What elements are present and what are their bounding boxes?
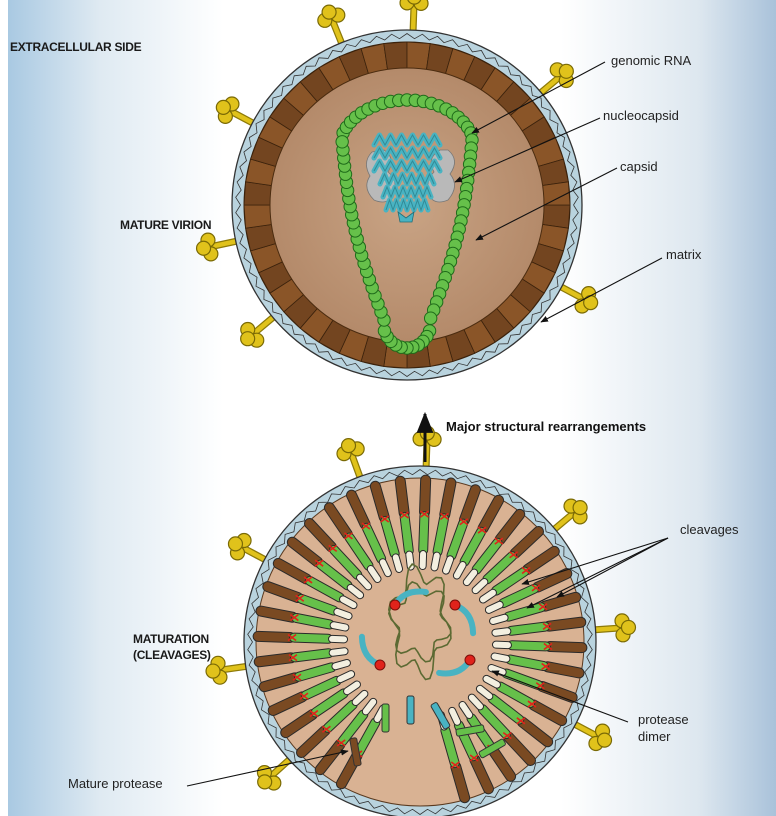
label-mature-protease: Mature protease [68,776,163,791]
matrix-protein [543,182,570,205]
nucleocapsid-domain [435,556,437,568]
mature-protein-fragment [407,696,414,724]
nucleocapsid-domain [335,663,347,666]
label-protease: protease [638,712,689,727]
capsid-protein [424,312,436,324]
capsid-protein [336,136,348,148]
spike-head [197,241,211,255]
spike-head [559,64,573,78]
matrix-domain [425,480,426,512]
spike-head [322,5,336,19]
matrix-domain [548,667,579,673]
label-nucleocapsid: nucleocapsid [603,108,679,123]
matrix-protein [244,205,271,228]
nucleocapsid-domain [446,559,450,570]
capsid-domain [295,653,329,657]
label-capsid: capsid [620,159,658,174]
label-mature-virion: MATURE VIRION [120,218,211,232]
matrix-domain [259,658,291,662]
capsid-domain [423,516,424,550]
spike-head [342,439,356,453]
spike-head [216,100,230,114]
matrix-domain [550,647,582,648]
capsid-domain [294,638,328,639]
nucleocapsid-domain [409,555,410,567]
matrix-domain [261,611,292,617]
capsid-domain [511,627,545,631]
nucleocapsid-domain [495,631,507,632]
label-extracellular-side: EXTRACELLULAR SIDE [10,40,141,54]
spike-head [420,426,434,440]
capsid-domain [405,517,409,551]
protease-active-site [390,600,400,610]
spike-head [573,501,587,515]
spike-head [258,775,272,789]
label-cleavages: cleavages [680,522,739,537]
nucleocapsid-domain [337,612,348,616]
spike-head [598,733,612,747]
nucleocapsid-domain [333,651,345,652]
spike-head [206,664,220,678]
capsid-domain [512,645,546,646]
nucleocapsid-domain [493,618,505,621]
label-dimer: dimer [638,729,671,744]
label-maturation: MATURATION [133,632,209,646]
nucleocapsid-domain [396,557,399,569]
spike-stalk-fill [413,8,414,32]
matrix-protein [384,42,407,69]
spike-head [621,620,635,634]
spike-head [228,537,242,551]
matrix-domain [400,481,404,513]
spike-stalk-fill [594,628,618,630]
protease-active-site [375,660,385,670]
label-cleavages-caps: (CLEAVAGES) [133,648,211,662]
protease-active-site [450,600,460,610]
mature-protein-fragment [382,704,389,732]
label-genomic-rna: genomic RNA [611,53,691,68]
label-rearrangements: Major structural rearrangements [446,419,646,434]
matrix-domain [549,622,581,626]
spike-head [241,332,255,346]
nucleocapsid-domain [334,625,346,627]
nucleocapsid-domain [495,657,507,659]
matrix-domain [445,483,451,514]
matrix-domain [258,636,290,637]
protease-active-site [465,655,475,665]
label-matrix: matrix [666,247,701,262]
